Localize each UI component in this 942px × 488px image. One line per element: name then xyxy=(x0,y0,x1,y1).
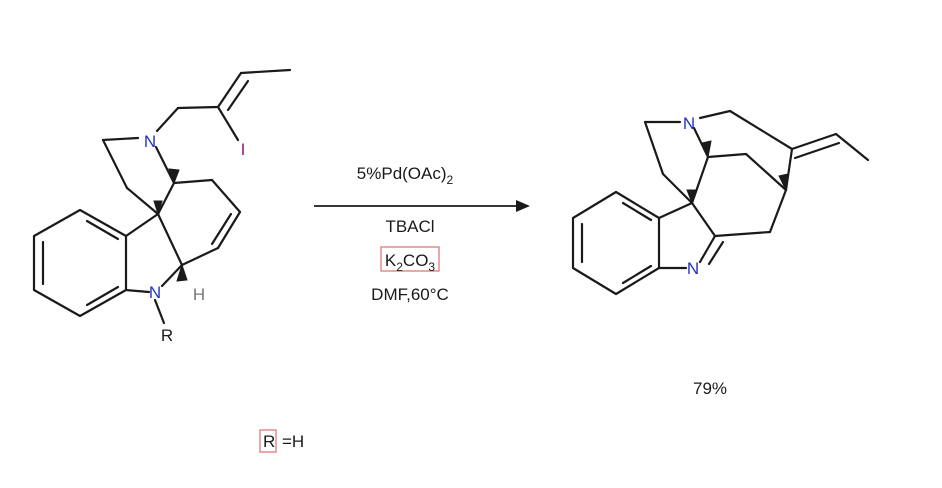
condition-catalyst: 5%Pd(OAc)2 xyxy=(357,164,454,187)
reactant-r-label: R xyxy=(161,326,173,345)
note-r-value: =H xyxy=(282,432,304,451)
yield-label: 79% xyxy=(693,379,727,398)
reactant-indoline-n-label: N xyxy=(149,283,161,302)
product-amine-n-label: N xyxy=(683,114,695,133)
reaction-arrow xyxy=(314,200,530,212)
reactant-iodine-label: I xyxy=(241,140,246,159)
base-highlight-box xyxy=(380,246,440,272)
condition-base: K2CO3 xyxy=(385,251,436,274)
reactant-structure xyxy=(32,68,292,325)
reactant-amine-n-label: N xyxy=(144,132,156,151)
product-imine-n-label: N xyxy=(687,259,699,278)
product-structure xyxy=(571,109,870,296)
note-r-label: R xyxy=(263,432,275,451)
condition-additive: TBACl xyxy=(385,217,434,236)
r-highlight-box xyxy=(259,429,277,453)
reactant-h-label: H xyxy=(193,285,205,304)
condition-solvent-temperature: DMF,60°C xyxy=(371,285,449,304)
